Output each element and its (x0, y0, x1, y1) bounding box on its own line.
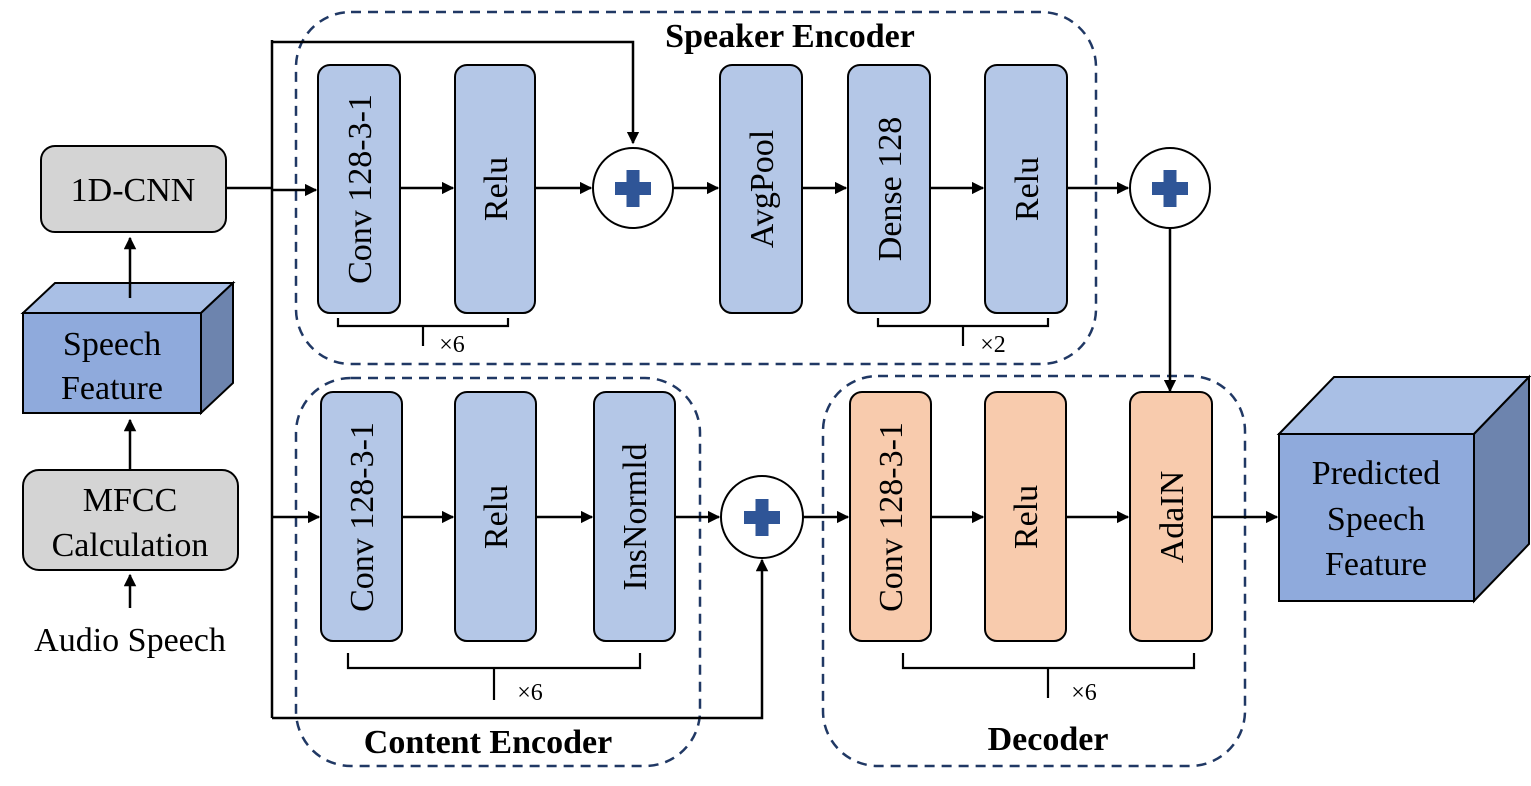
content-encoder-title: Content Encoder (364, 724, 612, 761)
speech-feature-label-line2: Feature (61, 370, 163, 407)
decoder-relu-label: Relu (1008, 485, 1045, 549)
insnorm-label: InsNormld (617, 443, 654, 590)
adain-label: AdaIN (1154, 471, 1191, 564)
predicted-feature-cube (1276, 374, 1531, 604)
decoder-repeat: ×6 (1071, 680, 1097, 706)
speaker-relu-label-2: Relu (1009, 157, 1046, 221)
decoder-group (821, 374, 1247, 768)
plus-icon (720, 475, 804, 559)
decoder-title: Decoder (988, 721, 1109, 758)
speaker-encoder-group (294, 10, 1098, 366)
plus-icon (592, 147, 674, 229)
cnn-label: 1D-CNN (71, 172, 196, 209)
plus-icon (1129, 147, 1211, 229)
content-relu-label: Relu (478, 485, 515, 549)
content-encoder-group (294, 376, 702, 768)
content-residual-arrow (272, 558, 769, 720)
mfcc-label-line1: MFCC (83, 482, 178, 519)
speaker-conv-label: Conv 128-3-1 (342, 94, 379, 284)
dense-label: Dense 128 (872, 117, 909, 261)
mfcc-label-line2: Calculation (52, 527, 209, 564)
speaker-conv-repeat: ×6 (439, 332, 465, 358)
avgpool-label: AvgPool (744, 130, 781, 248)
speech-feature-label-line1: Speech (63, 326, 161, 363)
audio-speech-label: Audio Speech (34, 622, 226, 659)
brace (336, 318, 510, 346)
predicted-label-line3: Feature (1325, 546, 1427, 583)
speech-feature-cube (20, 280, 236, 416)
speaker-dense-repeat: ×2 (980, 332, 1006, 358)
brace (901, 653, 1196, 698)
brace (876, 318, 1050, 346)
speaker-relu-label-1: Relu (478, 157, 515, 221)
predicted-label-line2: Speech (1327, 501, 1425, 538)
brace (346, 653, 642, 700)
content-repeat: ×6 (517, 680, 543, 706)
decoder-conv-label: Conv 128-3-1 (873, 422, 910, 612)
predicted-label-line1: Predicted (1312, 455, 1440, 492)
speaker-encoder-title: Speaker Encoder (665, 18, 915, 55)
speaker-residual-arrow (272, 40, 640, 145)
content-conv-label: Conv 128-3-1 (344, 422, 381, 612)
